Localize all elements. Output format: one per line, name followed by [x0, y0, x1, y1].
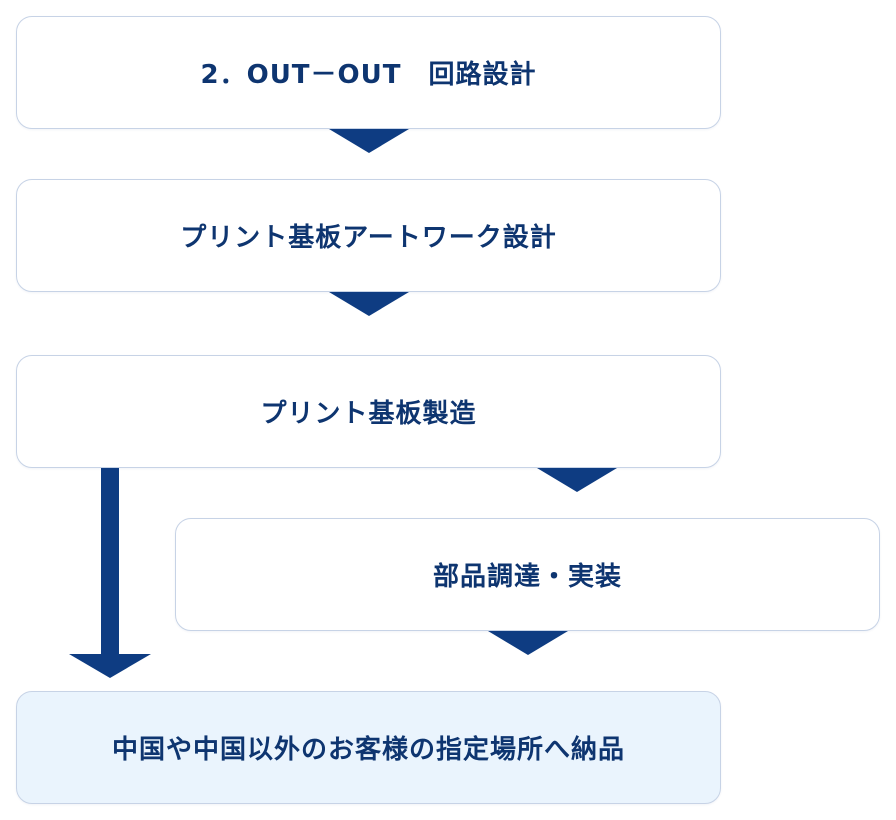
flow-step-circuit-design: 2．OUT－OUT 回路設計: [16, 16, 721, 129]
flow-arrow-down: [488, 631, 568, 655]
flow-step-label: 中国や中国以外のお客様の指定場所へ納品: [111, 735, 625, 765]
flow-step-label: 部品調達・実装: [432, 562, 622, 592]
flow-arrow-down: [329, 292, 409, 316]
flow-bypass-arrow-head: [69, 654, 151, 678]
flow-step-artwork-design: プリント基板アートワーク設計: [16, 179, 721, 292]
flow-arrow-down: [537, 468, 617, 492]
flow-step-pcb-manufacturing: プリント基板製造: [16, 355, 721, 468]
flow-bypass-arrow-shaft: [101, 468, 119, 656]
flow-arrow-down: [329, 129, 409, 153]
flow-step-delivery: 中国や中国以外のお客様の指定場所へ納品: [16, 691, 721, 804]
flow-step-label: プリント基板アートワーク設計: [180, 223, 557, 253]
flow-step-label: 2．OUT－OUT 回路設計: [200, 60, 537, 90]
flow-step-parts-assembly: 部品調達・実装: [175, 518, 880, 631]
flow-step-label: プリント基板製造: [260, 399, 477, 429]
